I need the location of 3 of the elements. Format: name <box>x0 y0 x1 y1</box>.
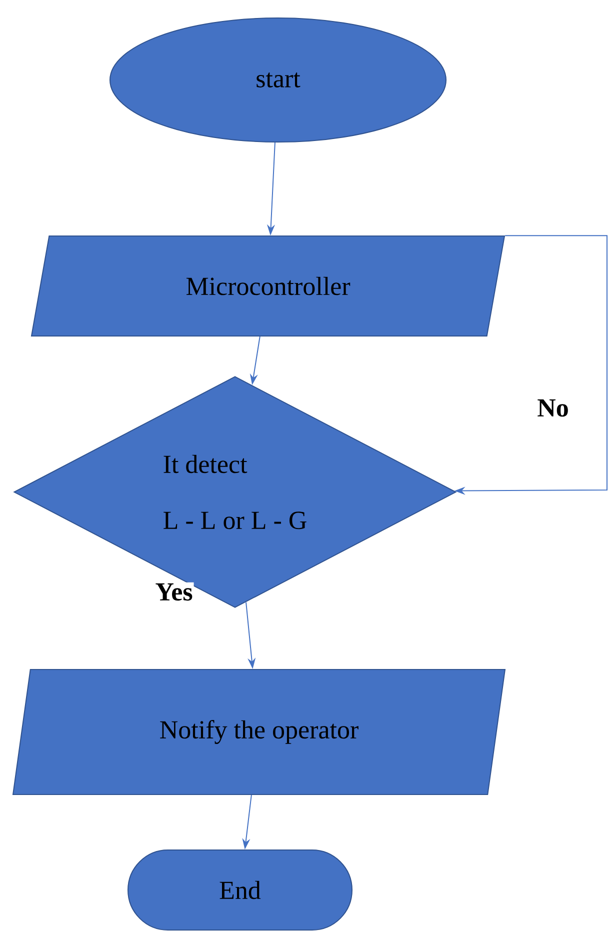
edge-label: Yes <box>154 582 194 602</box>
end-terminal: End <box>128 850 352 930</box>
edge-label: No <box>536 398 570 418</box>
